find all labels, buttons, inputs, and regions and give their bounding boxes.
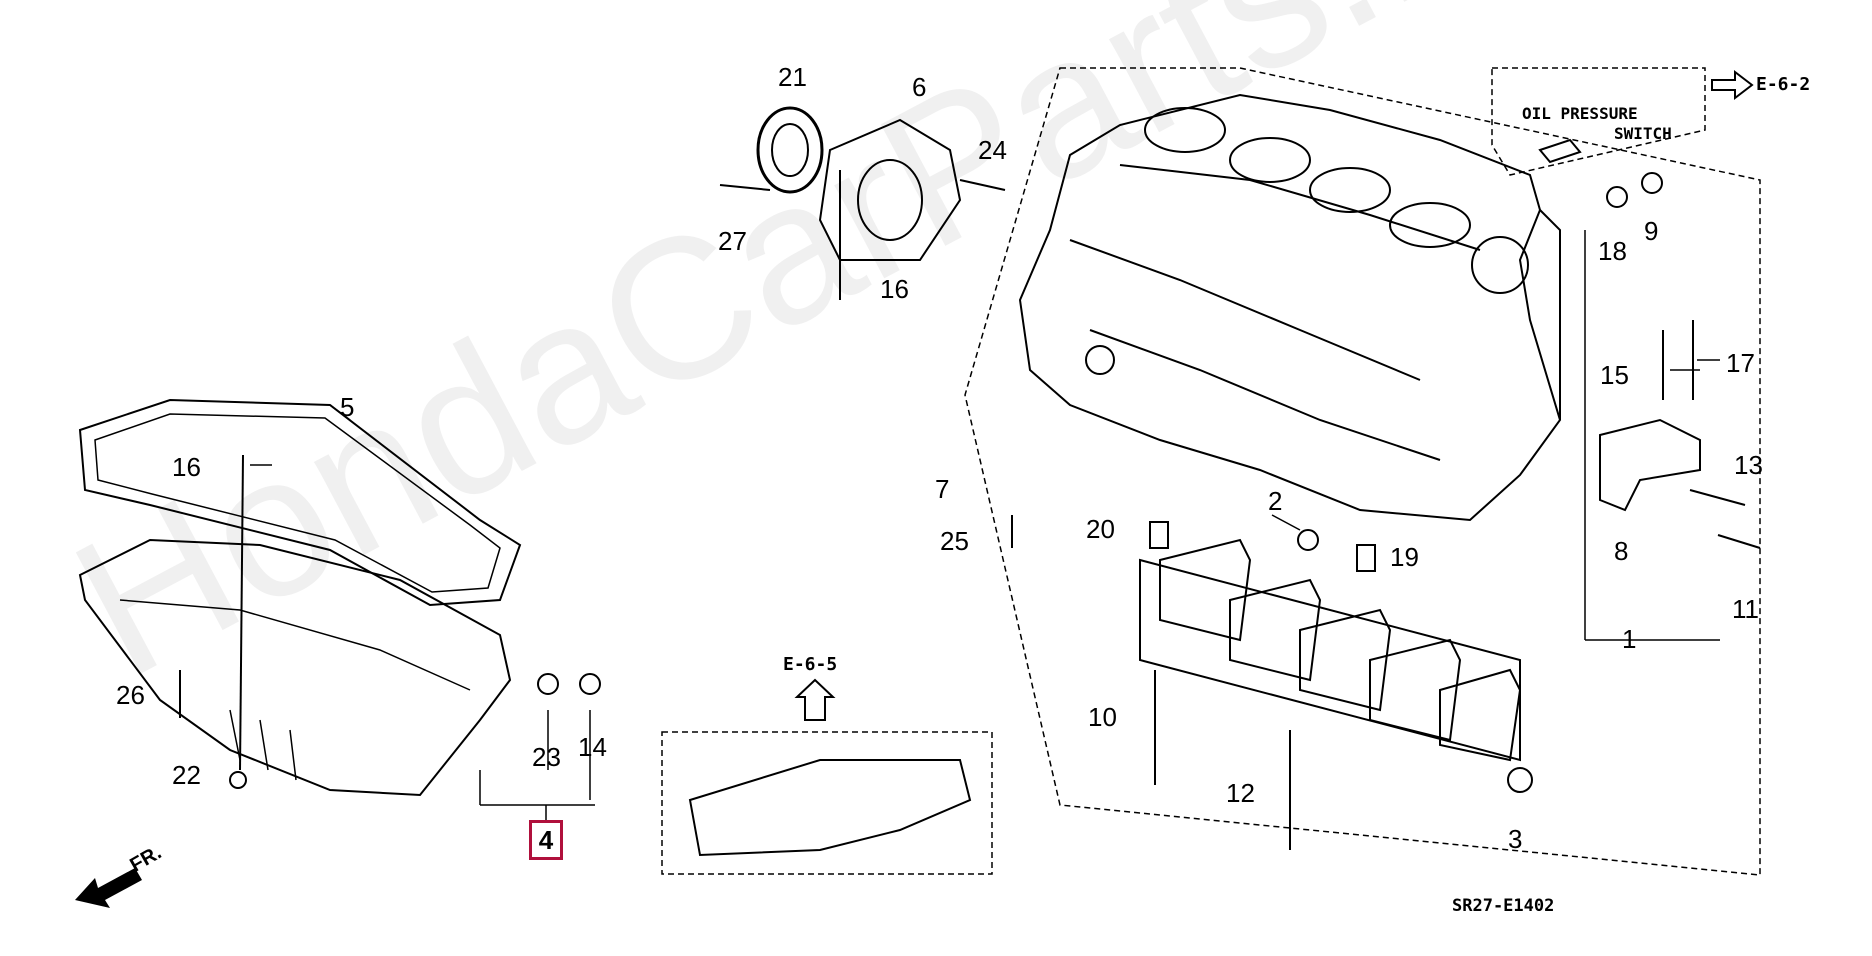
- block-group-outline: [964, 67, 1761, 876]
- e65-arrow: [794, 678, 836, 721]
- callout-8: 8: [1614, 536, 1629, 566]
- callout-20: 20: [1086, 514, 1115, 544]
- callout-23: 23: [532, 742, 561, 772]
- callout-21: 21: [778, 62, 807, 92]
- callout-5: 5: [340, 392, 355, 422]
- oil-seal-housing: [756, 106, 962, 261]
- front-arrow-icon: [75, 868, 142, 908]
- callout-7: 7: [935, 474, 950, 504]
- callout-9: 9: [1644, 216, 1659, 246]
- ref-link-e62[interactable]: E-6-2: [1756, 74, 1811, 95]
- callout-12: 12: [1226, 778, 1255, 808]
- callout-1: 1: [1622, 624, 1637, 654]
- oil-pressure-label-line1: OIL PRESSURE: [1522, 104, 1638, 123]
- diagram-code: SR27-E1402: [1452, 896, 1555, 916]
- callout-11: 11: [1732, 594, 1759, 624]
- leader-lines: [250, 230, 1720, 820]
- callout-25: 25: [940, 526, 969, 556]
- oil-pressure-label-line2: SWITCH: [1614, 124, 1672, 143]
- fasteners: [179, 138, 1761, 850]
- ref-link-e65[interactable]: E-6-5: [783, 654, 838, 675]
- callout-16-left: 16: [172, 452, 201, 482]
- callout-3: 3: [1508, 824, 1523, 854]
- highlighted-part-4[interactable]: 4: [529, 820, 563, 860]
- callout-17: 17: [1726, 348, 1755, 378]
- callout-10: 10: [1088, 702, 1117, 732]
- mount-bracket: [1599, 418, 1701, 512]
- e65-bracket-box: [661, 731, 993, 875]
- callout-19: 19: [1390, 542, 1419, 572]
- callout-15: 15: [1600, 360, 1629, 390]
- callout-16-top: 16: [880, 274, 909, 304]
- callout-22: 22: [172, 760, 201, 790]
- callout-2: 2: [1268, 486, 1283, 516]
- bearing-caps: [1139, 538, 1522, 762]
- callout-26: 26: [116, 680, 145, 710]
- callout-13: 13: [1734, 450, 1763, 480]
- callout-14: 14: [578, 732, 607, 762]
- oil-pressure-switch-box: [1491, 67, 1706, 176]
- e62-arrow: [1711, 69, 1754, 101]
- oil-pan: [78, 538, 512, 797]
- callout-24: 24: [978, 135, 1007, 165]
- callout-18: 18: [1598, 236, 1627, 266]
- callout-6: 6: [912, 72, 927, 102]
- stiffener-bracket: [688, 759, 972, 857]
- oil-pan-gasket: [78, 398, 522, 607]
- cylinder-block: [1018, 93, 1562, 522]
- callout-27: 27: [718, 226, 747, 256]
